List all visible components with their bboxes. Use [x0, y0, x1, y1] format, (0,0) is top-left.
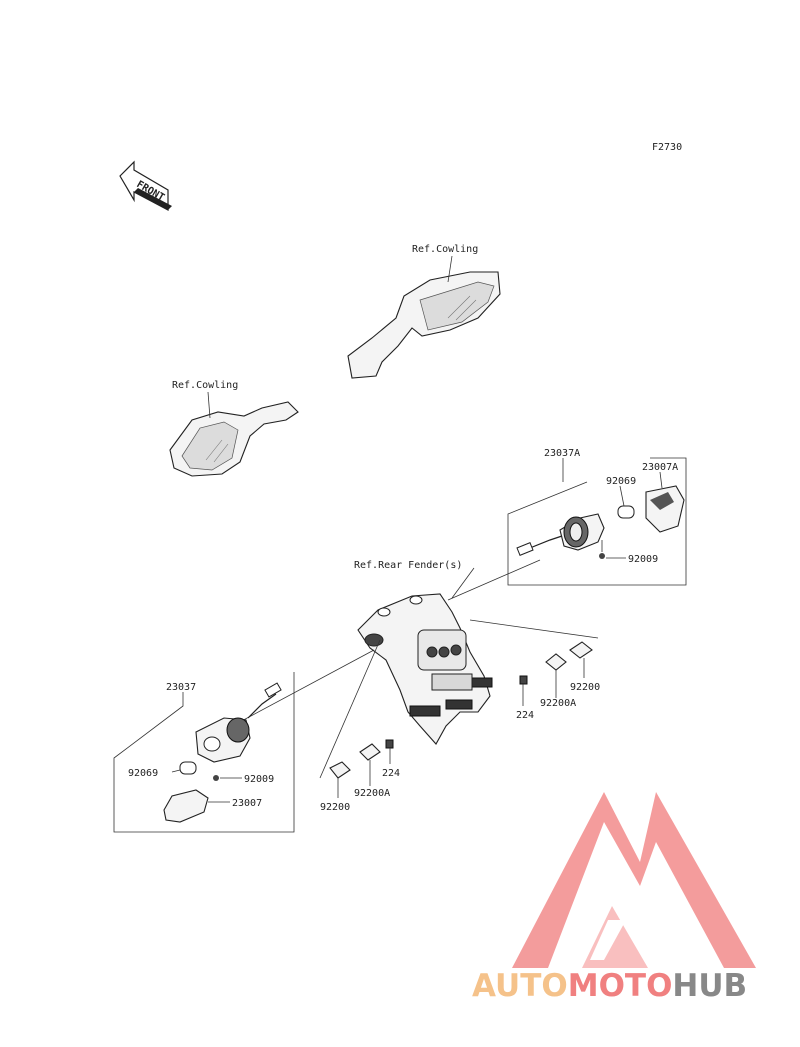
- part-number-right-plate: 92200: [570, 682, 600, 693]
- right-bracket-parts: [519, 641, 593, 706]
- left-assembly-box: [113, 672, 295, 833]
- part-number-left-plate: 92200: [320, 802, 350, 813]
- watermark-part-hub: HUB: [672, 968, 747, 1004]
- left-turn-signal: [163, 682, 282, 823]
- front-arrow-icon: FRONT: [119, 160, 172, 211]
- part-number-right-assembly: 23037A: [544, 448, 580, 459]
- right-turn-signal: [516, 471, 685, 559]
- part-number-right-lens: 23007A: [642, 462, 678, 473]
- ref-label-mirror-left: Ref.Cowling: [172, 380, 238, 391]
- part-number-right-bracket: 92200A: [540, 698, 576, 709]
- rear-fender: [357, 593, 493, 745]
- figure-code: F2730: [652, 142, 682, 153]
- watermark-part-auto: AUTO: [472, 968, 568, 1004]
- part-number-right-screw: 92009: [628, 554, 658, 565]
- watermark-logo-icon: [512, 792, 756, 968]
- part-number-left-nut: 224: [382, 768, 400, 779]
- left-mirror: [169, 391, 299, 477]
- right-assembly-box: [507, 457, 687, 586]
- part-number-left-lens: 23007: [232, 798, 262, 809]
- part-number-left-screw: 92009: [244, 774, 274, 785]
- watermark-text: AUTOMOTOHUB: [472, 968, 747, 1004]
- part-number-left-bracket: 92200A: [354, 788, 390, 799]
- part-number-left-assembly: 23037: [166, 682, 196, 693]
- left-bracket-parts: [329, 739, 394, 798]
- part-number-right-nut: 224: [516, 710, 534, 721]
- watermark-part-moto: MOTO: [568, 968, 673, 1004]
- right-mirror: [347, 255, 501, 379]
- ref-label-rear-fender: Ref.Rear Fender(s): [354, 560, 462, 571]
- part-number-right-bulb: 92069: [606, 476, 636, 487]
- part-number-left-bulb: 92069: [128, 768, 158, 779]
- ref-label-mirror-right: Ref.Cowling: [412, 244, 478, 255]
